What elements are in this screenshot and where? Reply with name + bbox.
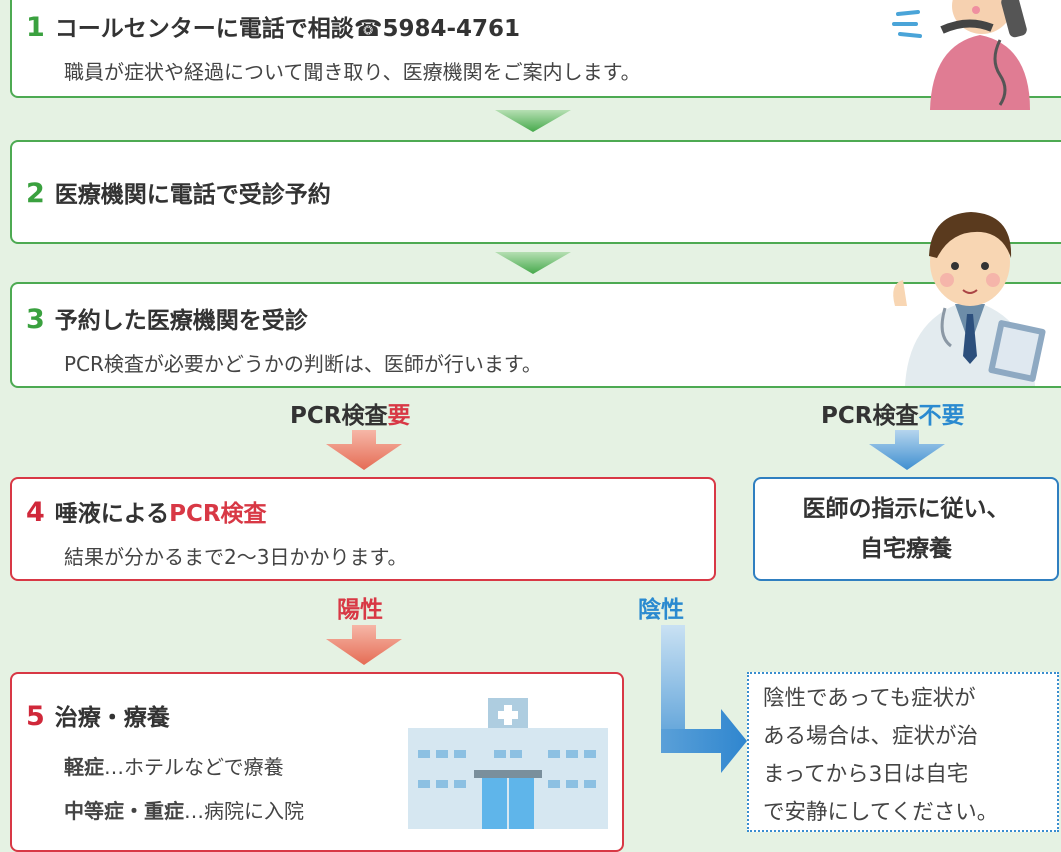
home-care-box: 医師の指示に従い、 自宅療養 bbox=[753, 477, 1059, 581]
note-line-1: 陰性であっても症状が bbox=[763, 686, 976, 711]
step1-title-text: コールセンターに電話で相談☎5984-4761 bbox=[54, 16, 521, 42]
branch-pcr-not-required-label: PCR検査不要 bbox=[821, 396, 964, 430]
branch-required-emph: 要 bbox=[387, 403, 411, 429]
step2-title: 2 医療機関に電話で受診予約 bbox=[26, 175, 331, 209]
step5-title: 5 治療・療養 bbox=[26, 698, 170, 732]
arrow-down-red-2 bbox=[326, 625, 402, 665]
step4-title-prefix: 唾液による bbox=[54, 501, 170, 527]
step5-title-text: 治療・療養 bbox=[54, 705, 170, 731]
arrow-down-blue-1 bbox=[869, 430, 945, 470]
step5-line1-bold: 軽症 bbox=[64, 755, 104, 779]
arrow-down-2 bbox=[495, 252, 571, 274]
arrow-negative-to-note bbox=[661, 625, 747, 773]
step4-title: 4 唾液によるPCR検査 bbox=[26, 494, 267, 528]
step5-line2-rest: …病院に入院 bbox=[184, 799, 304, 823]
step1-description: 職員が症状や経過について聞き取り、医療機関をご案内します。 bbox=[64, 60, 641, 84]
branch-not-required-emph: 不要 bbox=[918, 403, 965, 429]
step1-box: 1 コールセンターに電話で相談☎5984-4761 職員が症状や経過について聞き取… bbox=[10, 0, 1061, 98]
step2-title-text: 医療機関に電話で受診予約 bbox=[54, 182, 331, 208]
step5-number: 5 bbox=[26, 701, 45, 732]
step2-number: 2 bbox=[26, 178, 45, 209]
step4-number: 4 bbox=[26, 497, 45, 528]
home-care-line1: 医師の指示に従い、 bbox=[802, 496, 1010, 522]
branch-pcr-required-label: PCR検査要 bbox=[290, 396, 410, 430]
step5-line2-bold: 中等症・重症 bbox=[64, 799, 184, 823]
note-line-3: まってから3日は自宅 bbox=[763, 762, 969, 787]
step5-line1-rest: …ホテルなどで療養 bbox=[104, 755, 284, 779]
step4-title-emph: PCR検査 bbox=[169, 501, 267, 527]
hospital-icon bbox=[408, 698, 608, 829]
home-care-text: 医師の指示に従い、 自宅療養 bbox=[755, 489, 1057, 569]
branch-required-prefix: PCR検査 bbox=[290, 403, 388, 429]
note-line-4: で安静にしてください。 bbox=[763, 800, 999, 825]
doctor-illustration bbox=[893, 212, 1046, 386]
step3-title-text: 予約した医療機関を受診 bbox=[54, 308, 308, 334]
phone-person-illustration bbox=[892, 0, 1030, 110]
arrow-down-1 bbox=[495, 110, 571, 132]
step4-box: 4 唾液によるPCR検査 結果が分かるまで2〜3日かかります。 bbox=[10, 477, 716, 581]
positive-label: 陽性 bbox=[337, 597, 383, 623]
step2-box: 2 医療機関に電話で受診予約 bbox=[10, 140, 1061, 244]
step1-title: 1 コールセンターに電話で相談☎5984-4761 bbox=[26, 9, 520, 43]
step3-number: 3 bbox=[26, 304, 45, 335]
step3-box: 3 予約した医療機関を受診 PCR検査が必要かどうかの判断は、医師が行います。 bbox=[10, 282, 1061, 388]
negative-label: 陰性 bbox=[638, 597, 684, 623]
step4-description: 結果が分かるまで2〜3日かかります。 bbox=[64, 545, 408, 569]
negative-note: 陰性であっても症状が ある場合は、症状が治 まってから3日は自宅 で安静にしてく… bbox=[747, 672, 1059, 832]
step1-number: 1 bbox=[26, 12, 45, 43]
step5-line2: 中等症・重症…病院に入院 bbox=[64, 795, 304, 824]
step5-line1: 軽症…ホテルなどで療養 bbox=[64, 751, 284, 780]
arrow-down-red-1 bbox=[326, 430, 402, 470]
step3-title: 3 予約した医療機関を受診 bbox=[26, 301, 308, 335]
branch-not-required-prefix: PCR検査 bbox=[821, 403, 919, 429]
note-line-2: ある場合は、症状が治 bbox=[763, 724, 979, 749]
home-care-line2: 自宅療養 bbox=[860, 536, 952, 562]
step3-description: PCR検査が必要かどうかの判断は、医師が行います。 bbox=[64, 352, 542, 376]
